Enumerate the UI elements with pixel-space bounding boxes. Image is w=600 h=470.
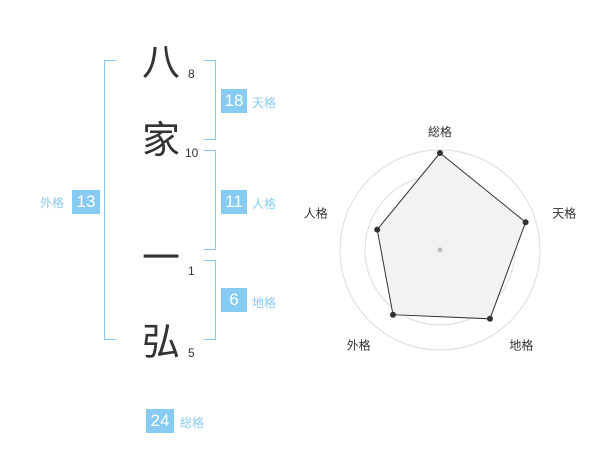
- chikaku-bracket: [204, 260, 216, 340]
- tenkaku-bracket: [204, 60, 216, 140]
- soukaku-value: 24: [146, 409, 174, 433]
- stroke-count-4: 5: [188, 346, 195, 360]
- radar-point-1: [522, 219, 529, 226]
- name-char-3: 一: [141, 236, 180, 280]
- jinkaku-bracket: [204, 150, 216, 250]
- radar-axis-label-0: 総格: [428, 124, 452, 139]
- radar-center-dot: [437, 247, 443, 253]
- name-char-2: 家: [141, 118, 180, 162]
- radar-point-4: [374, 226, 381, 233]
- radar-point-3: [390, 311, 396, 318]
- stroke-count-3: 1: [188, 264, 195, 278]
- radar-axis-label-4: 人格: [304, 206, 328, 221]
- name-char-4: 弘: [141, 320, 180, 364]
- chikaku-value: 6: [221, 288, 247, 312]
- name-char-1: 八: [141, 40, 180, 84]
- radar-axis-label-1: 天格: [552, 206, 576, 221]
- jinkaku-value: 11: [221, 190, 247, 214]
- gaikaku-value: 13: [72, 190, 100, 214]
- stroke-count-1: 8: [188, 67, 195, 81]
- soukaku-label: 総格: [180, 416, 205, 430]
- radar-point-0: [437, 150, 443, 156]
- stroke-count-2: 10: [185, 146, 199, 160]
- radar-point-2: [487, 315, 493, 322]
- radar-axis-label-2: 地格: [509, 338, 533, 353]
- radar-data-polygon: [376, 152, 527, 320]
- tenkaku-label: 天格: [252, 96, 277, 110]
- gaikaku-bracket: [104, 60, 116, 340]
- radar-axis-label-3: 外格: [347, 338, 371, 353]
- tenkaku-value: 18: [221, 89, 247, 113]
- chikaku-label: 地格: [252, 296, 277, 310]
- gaikaku-label: 外格: [40, 196, 65, 210]
- jinkaku-label: 人格: [252, 197, 277, 211]
